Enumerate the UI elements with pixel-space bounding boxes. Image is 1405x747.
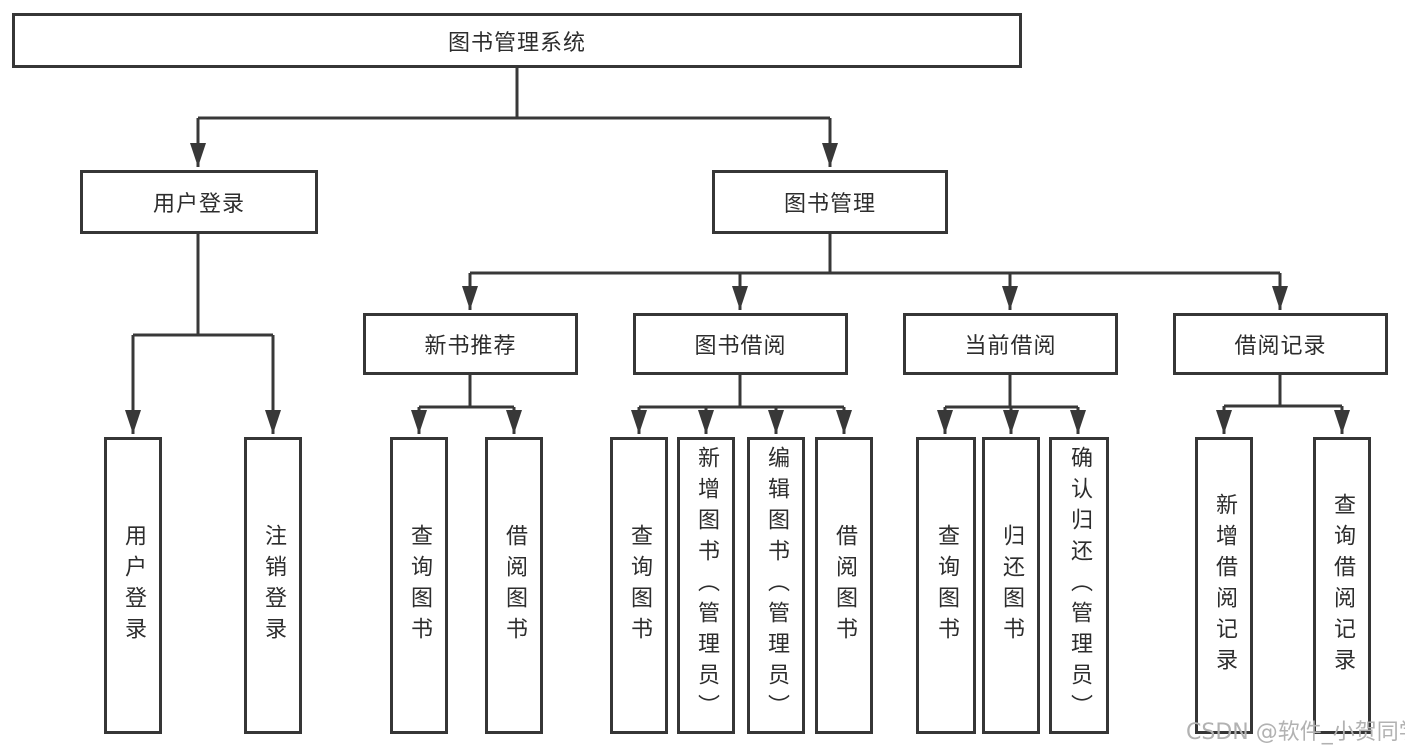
connector-borrow-bus	[639, 375, 844, 409]
leaf-add-books-admin: 新增图书（管理员）	[677, 437, 735, 734]
leaf-return-books: 归还图书	[982, 437, 1040, 734]
connector-mgmt-bus	[470, 234, 1280, 275]
connector-login-bus	[133, 234, 273, 337]
leaf-query-books-recommend: 查询图书	[390, 437, 448, 734]
leaf-confirm-return-admin: 确认归还（管理员）	[1049, 437, 1109, 734]
node-library-management-system: 图书管理系统	[12, 13, 1022, 68]
leaf-query-borrow-record: 查询借阅记录	[1313, 437, 1371, 734]
leaf-edit-books-admin: 编辑图书（管理员）	[747, 437, 805, 734]
leaf-borrow-books: 借阅图书	[815, 437, 873, 734]
leaf-query-books-current: 查询图书	[916, 437, 976, 734]
csdn-watermark: CSDN @软件_小贺同学	[1186, 720, 1405, 745]
leaf-user-login: 用户登录	[104, 437, 162, 734]
node-user-login: 用户登录	[80, 170, 318, 234]
connector-records-bus	[1224, 375, 1342, 408]
node-current-borrow: 当前借阅	[903, 313, 1118, 375]
node-book-management: 图书管理	[712, 170, 948, 234]
connector-recommend-bus	[419, 375, 514, 409]
connector-current-bus	[945, 375, 1078, 409]
leaf-logout: 注销登录	[244, 437, 302, 734]
leaf-query-books-borrow: 查询图书	[610, 437, 668, 734]
node-new-book-recommend: 新书推荐	[363, 313, 578, 375]
node-borrow-records: 借阅记录	[1173, 313, 1388, 375]
connector-root-bus	[198, 68, 830, 120]
leaf-borrow-books-recommend: 借阅图书	[485, 437, 543, 734]
node-book-borrow: 图书借阅	[633, 313, 848, 375]
leaf-add-borrow-record: 新增借阅记录	[1195, 437, 1253, 734]
